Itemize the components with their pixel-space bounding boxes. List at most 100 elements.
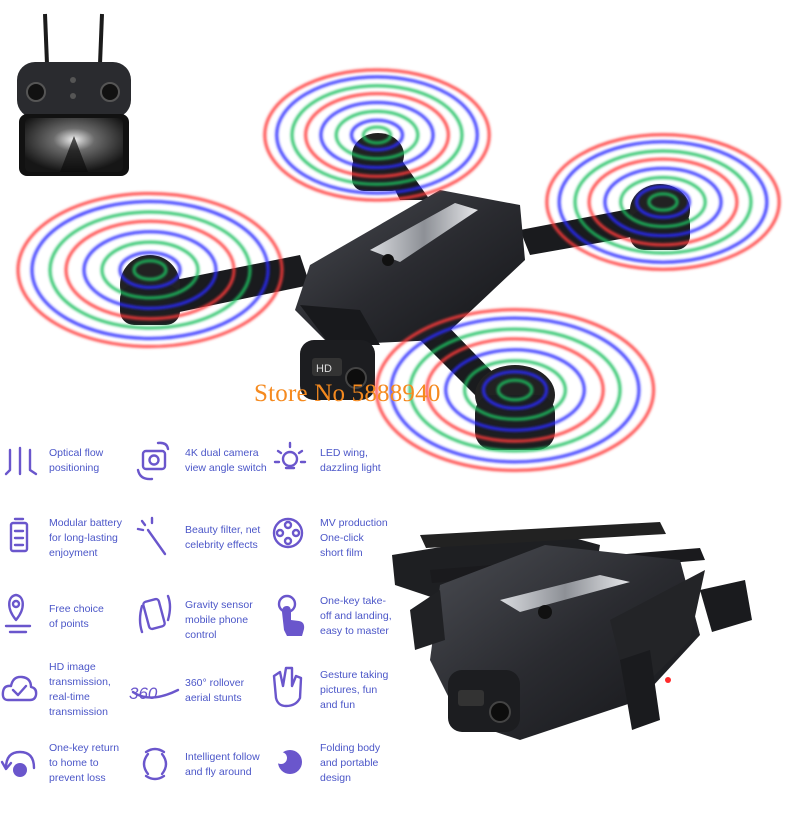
store-watermark: Store No 5888940 bbox=[254, 380, 441, 407]
led-ring bbox=[603, 166, 723, 238]
feature-text: 4K dual camera view angle switch bbox=[185, 446, 271, 476]
led-ring bbox=[496, 378, 534, 402]
feature-line: positioning bbox=[49, 462, 100, 474]
feature-text: Intelligent follow and fly around bbox=[185, 750, 271, 780]
feature-line: for long-lasting bbox=[49, 532, 118, 544]
led-ring bbox=[48, 210, 252, 330]
feature-line: and portable bbox=[320, 757, 379, 769]
feature-line: and fly around bbox=[185, 766, 252, 778]
battery-icon bbox=[9, 517, 29, 553]
led-ring bbox=[482, 370, 548, 410]
home-return-icon bbox=[0, 750, 36, 777]
fold-body-icon bbox=[275, 750, 302, 774]
magic-wand-icon bbox=[136, 516, 167, 556]
feature-line: control bbox=[185, 629, 217, 641]
feature-item: One-key take-off and landing,easy to mas… bbox=[275, 594, 405, 668]
feature-line: LED wing, bbox=[320, 447, 368, 459]
feature-line: real-time bbox=[49, 691, 90, 703]
camera-badge: HD bbox=[316, 363, 332, 375]
feature-line: and fun bbox=[320, 699, 356, 711]
film-reel-icon bbox=[272, 517, 304, 549]
gesture-hand-icon bbox=[272, 666, 303, 708]
feature-text: Optical flow positioning bbox=[49, 446, 135, 476]
feature-line: Intelligent follow bbox=[185, 751, 260, 763]
feature-line: prevent loss bbox=[49, 772, 106, 784]
feature-line: Gesture taking bbox=[320, 669, 389, 681]
feature-item: Gravity sensor mobile phone control bbox=[140, 598, 270, 672]
drone-folded bbox=[392, 522, 752, 740]
feature-line: celebrity effects bbox=[185, 539, 258, 551]
feature-line: MV production bbox=[320, 517, 388, 529]
feature-line: pictures, fun bbox=[320, 684, 378, 696]
feature-text: One-key take-off and landing,easy to mas… bbox=[320, 594, 406, 639]
led-ring bbox=[275, 75, 479, 195]
remote-controller bbox=[17, 13, 131, 176]
led-bulb-icon bbox=[273, 441, 307, 470]
feature-line: 4K dual camera bbox=[185, 447, 259, 459]
feature-line: view angle switch bbox=[185, 462, 267, 474]
feature-item: LED wing, dazzling light bbox=[275, 446, 405, 520]
feature-text: Beauty filter, net celebrity effects bbox=[185, 523, 271, 553]
rollover-360-label: 360 bbox=[129, 684, 158, 703]
feature-text: Gesture taking pictures, fun and fun bbox=[320, 668, 406, 713]
led-ring bbox=[619, 176, 707, 228]
led-ring bbox=[118, 251, 182, 289]
feature-line: HD image bbox=[49, 661, 96, 673]
feature-line: off and landing, bbox=[320, 610, 392, 622]
feature-line: Optical flow bbox=[49, 447, 104, 459]
led-ring bbox=[545, 133, 781, 271]
feature-line: transmission, bbox=[49, 676, 111, 688]
led-ring bbox=[290, 84, 464, 186]
product-illustration: HD bbox=[0, 13, 781, 781]
led-ring bbox=[30, 200, 270, 340]
led-ring bbox=[425, 337, 605, 443]
feature-line: mobile phone bbox=[185, 614, 249, 626]
feature-line: Gravity sensor bbox=[185, 599, 253, 611]
feature-line: One-key return bbox=[49, 742, 120, 754]
led-ring bbox=[647, 192, 679, 212]
led-ring bbox=[389, 316, 641, 464]
cloud-check-icon bbox=[1, 675, 38, 702]
feature-line: Modular battery bbox=[49, 517, 122, 529]
led-ring bbox=[408, 327, 622, 453]
led-ring bbox=[463, 359, 567, 421]
led-ring bbox=[635, 185, 691, 219]
led-ring bbox=[557, 140, 769, 264]
feature-line: aerial stunts bbox=[185, 692, 242, 704]
led-ring bbox=[64, 219, 236, 321]
led-ring bbox=[573, 149, 753, 255]
feature-line: One-click bbox=[320, 532, 364, 544]
feature-line: short film bbox=[320, 547, 363, 559]
feature-item: Optical flow positioning bbox=[4, 446, 134, 520]
led-ring bbox=[304, 92, 450, 178]
led-ring bbox=[334, 109, 420, 161]
feature-item: Gesture taking pictures, fun and fun bbox=[275, 668, 405, 742]
led-ring bbox=[361, 125, 393, 145]
optical-flow-icon bbox=[4, 446, 38, 476]
led-ring bbox=[319, 100, 435, 170]
feature-line: dazzling light bbox=[320, 462, 381, 474]
feature-line: Beauty filter, net bbox=[185, 524, 261, 536]
phone-gravity-icon bbox=[138, 594, 172, 634]
led-ring bbox=[132, 259, 168, 281]
feature-line: of points bbox=[49, 618, 89, 630]
led-ring bbox=[82, 230, 218, 310]
feature-item: Beauty filter, net celebrity effects bbox=[140, 523, 270, 597]
location-pin-icon bbox=[4, 593, 32, 634]
follow-icon bbox=[142, 747, 168, 781]
dual-camera-icon bbox=[136, 441, 170, 481]
led-ring bbox=[16, 191, 284, 349]
led-ring bbox=[444, 348, 586, 432]
feature-line: One-key take- bbox=[320, 595, 386, 607]
led-ring bbox=[100, 240, 200, 300]
